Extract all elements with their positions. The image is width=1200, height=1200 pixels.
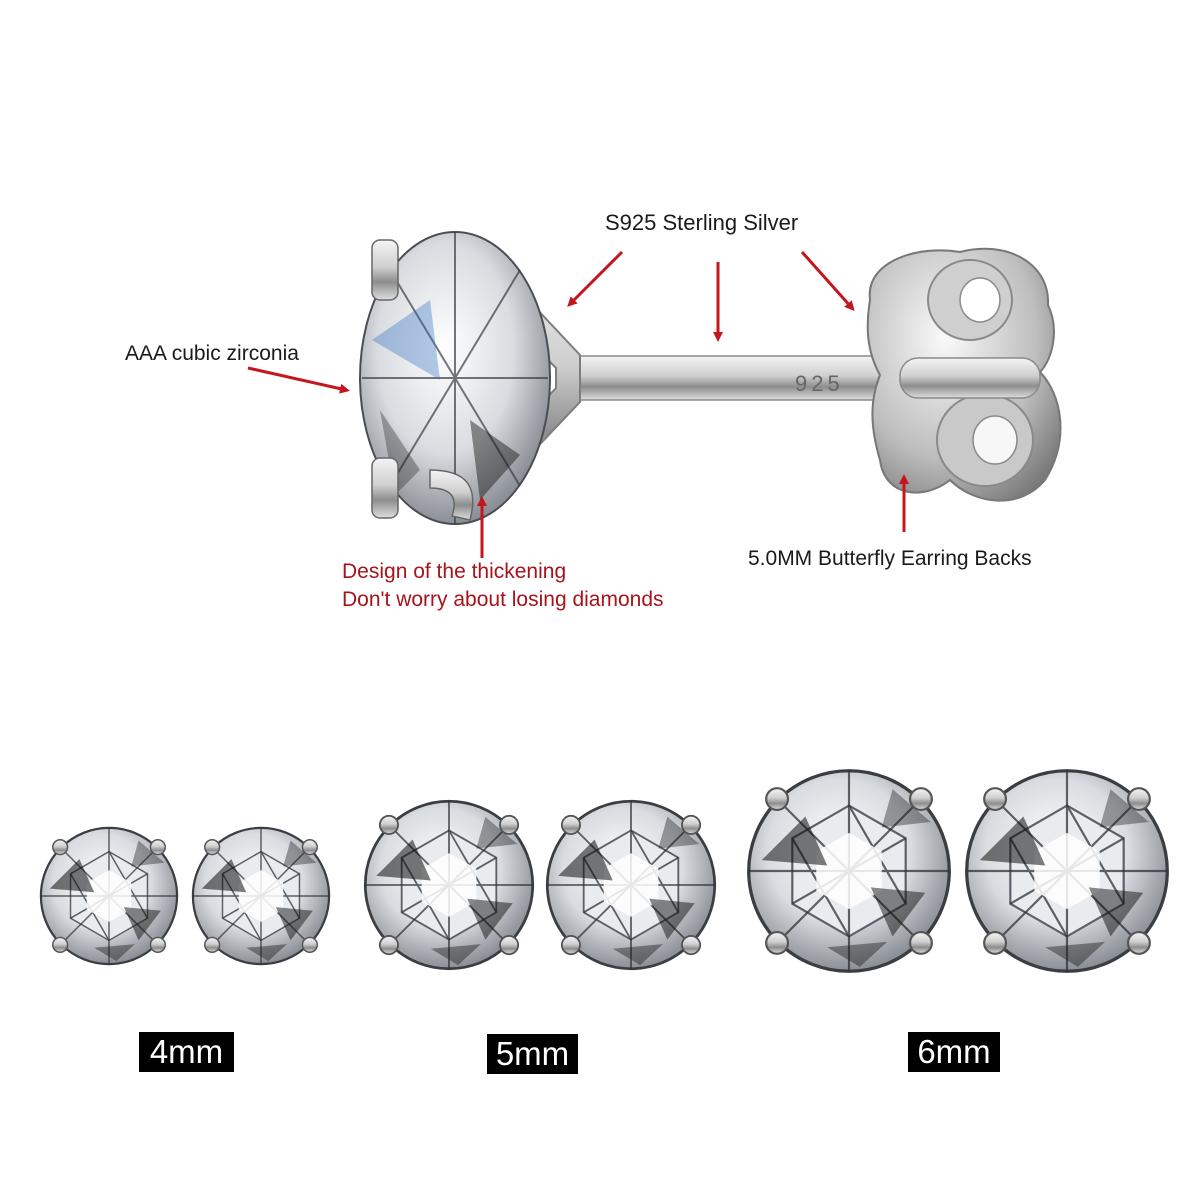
thick-prong <box>429 469 474 521</box>
size-tag-6mm: 6mm <box>908 1032 1000 1072</box>
label-thickening-line1: Design of the thickening <box>342 560 567 583</box>
arrow-to-gem <box>247 366 350 394</box>
size-comparison <box>39 769 1169 973</box>
post-stamp: 925 <box>795 371 844 396</box>
stud-4mm-right <box>191 826 331 966</box>
label-sterling-silver: S925 Sterling Silver <box>605 210 799 235</box>
label-cubic-zirconia: AAA cubic zirconia <box>125 342 299 365</box>
front-prong-top <box>371 239 399 301</box>
stud-6mm-left <box>747 769 951 973</box>
label-butterfly-backs: 5.0MM Butterfly Earring Backs <box>748 547 1032 570</box>
size-tag-4mm: 4mm <box>139 1032 234 1072</box>
butterfly-back <box>866 247 1062 502</box>
label-thickening-line2: Don't worry about losing diamonds <box>342 588 664 611</box>
arrow-to-back <box>800 251 855 311</box>
stud-5mm-right <box>545 799 717 971</box>
stud-5mm-left <box>363 799 535 971</box>
size-tag-5mm: 5mm <box>487 1034 578 1074</box>
arrow-to-prong <box>567 250 624 307</box>
stud-6mm-right <box>965 769 1169 973</box>
stud-4mm-left <box>39 826 179 966</box>
annotation-arrows <box>247 250 909 558</box>
front-prong-bottom <box>371 457 399 519</box>
large-stud-earring: 925 <box>359 231 1041 525</box>
